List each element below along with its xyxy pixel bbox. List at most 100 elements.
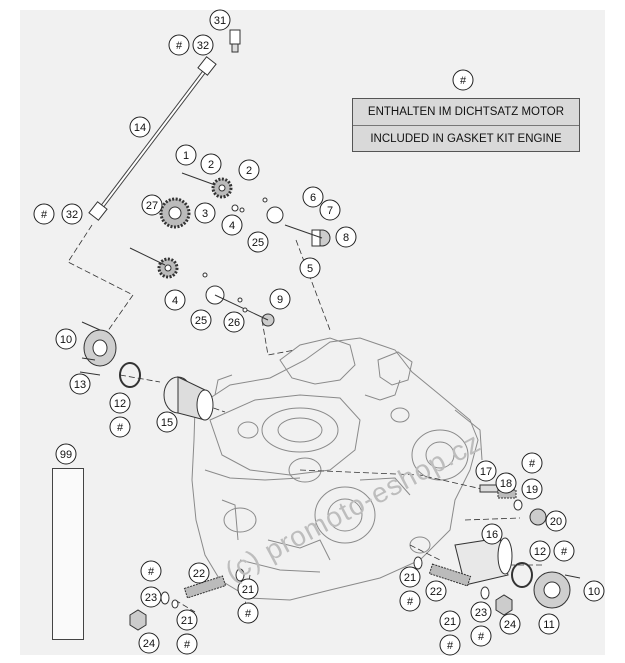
callout-h23b: # [470, 625, 492, 647]
callout-label: 23 [475, 607, 487, 619]
callout-l32b: 32 [61, 203, 83, 225]
callout-circle [176, 609, 198, 631]
callout-circle [168, 34, 190, 56]
callout-l13: 13 [69, 373, 91, 395]
oil-filter-right [454, 537, 513, 586]
callout-h23a: # [140, 560, 162, 582]
callout-l20: 20 [545, 510, 567, 532]
callout-label: # [529, 458, 536, 470]
callout-label: 11 [543, 619, 554, 631]
callout-l1: 1 [175, 144, 197, 166]
callout-h21d: # [439, 634, 461, 656]
callout-label: # [245, 608, 252, 620]
callout-l32a: 32 [192, 34, 214, 56]
callout-l21c: 21 [399, 566, 421, 588]
callout-h21c: # [399, 590, 421, 612]
callout-label: 10 [60, 334, 72, 346]
callout-circle [192, 34, 214, 56]
callout-label: 21 [404, 572, 416, 584]
callout-label: # [184, 639, 191, 651]
callout-l5: 5 [299, 257, 321, 279]
oil-screen-lower-right [413, 556, 513, 616]
callout-label: 17 [480, 466, 492, 478]
callout-circle [319, 199, 341, 221]
callout-l21a: 21 [237, 578, 259, 600]
oil-line [88, 56, 217, 221]
callout-circle [188, 562, 210, 584]
callout-circle [175, 144, 197, 166]
callout-circle [156, 411, 178, 433]
callout-circle [140, 586, 162, 608]
callout-circle [140, 560, 162, 582]
callout-label: 32 [197, 40, 209, 52]
callout-label: 23 [145, 592, 157, 604]
callout-circle [164, 289, 186, 311]
callout-h12b: # [553, 540, 575, 562]
callout-label: 2 [246, 165, 252, 177]
callout-circle [247, 231, 269, 253]
callout-l9: 9 [269, 288, 291, 310]
callout-label: 16 [486, 529, 498, 541]
callout-label: 22 [193, 568, 205, 580]
legend-line-english: INCLUDED IN GASKET KIT ENGINE [353, 125, 579, 152]
callout-circle [237, 578, 259, 600]
parts [79, 29, 581, 631]
callout-label: 21 [242, 584, 254, 596]
callout-label: 24 [143, 638, 155, 650]
callout-circle [33, 203, 55, 225]
pump-cover [79, 321, 117, 376]
callout-label: 19 [526, 484, 538, 496]
callout-circle [238, 159, 260, 181]
callout-label: # [176, 40, 183, 52]
oil-pressure-switch [229, 29, 241, 53]
callout-l10a: 10 [55, 328, 77, 350]
callout-label: 99 [60, 449, 72, 461]
callout-circle [399, 590, 421, 612]
legend-hash-callout: # [452, 69, 474, 91]
callout-l8: 8 [335, 226, 357, 248]
callout-l26: 26 [223, 311, 245, 333]
callout-label: 14 [134, 122, 146, 134]
callout-label: 10 [588, 586, 600, 598]
callout-circle [61, 203, 83, 225]
callout-h32b: # [33, 203, 55, 225]
callout-label: 25 [252, 237, 264, 249]
callout-l12a: 12 [109, 392, 131, 414]
callout-circle [545, 510, 567, 532]
callout-label: 1 [183, 150, 189, 162]
callout-l31: 31 [209, 9, 231, 31]
callout-label: # [447, 640, 454, 652]
callout-label: 2 [208, 159, 214, 171]
callout-circle [302, 186, 324, 208]
crankcase-drawing [191, 337, 483, 601]
callout-l24a: 24 [138, 632, 160, 654]
callout-label: 12 [534, 546, 546, 558]
callout-l3: 3 [194, 202, 216, 224]
callout-circle [399, 566, 421, 588]
callout-l12b: 12 [529, 540, 551, 562]
pressure-relief-valve [479, 484, 547, 526]
callout-circle [200, 153, 222, 175]
callout-label: 24 [504, 619, 516, 631]
callout-label: 32 [66, 209, 78, 221]
callout-circle [335, 226, 357, 248]
callout-l4a: 4 [221, 214, 243, 236]
callout-label: 12 [114, 398, 126, 410]
callout-l25a: 25 [247, 231, 269, 253]
callout-h32a: # [168, 34, 190, 56]
callout-label: 6 [310, 192, 316, 204]
callout-circle [176, 633, 198, 655]
callout-label: 8 [343, 232, 349, 244]
kit-99-box [52, 468, 84, 640]
callout-circle [538, 613, 560, 635]
callout-label: # [561, 546, 568, 558]
callout-circle [190, 309, 212, 331]
callout-l22a: 22 [188, 562, 210, 584]
callout-l10b: 10 [583, 580, 605, 602]
callout-label: # [407, 596, 414, 608]
callout-l14: 14 [129, 116, 151, 138]
callout-circle [269, 288, 291, 310]
callout-circle [69, 373, 91, 395]
callout-circle [499, 613, 521, 635]
